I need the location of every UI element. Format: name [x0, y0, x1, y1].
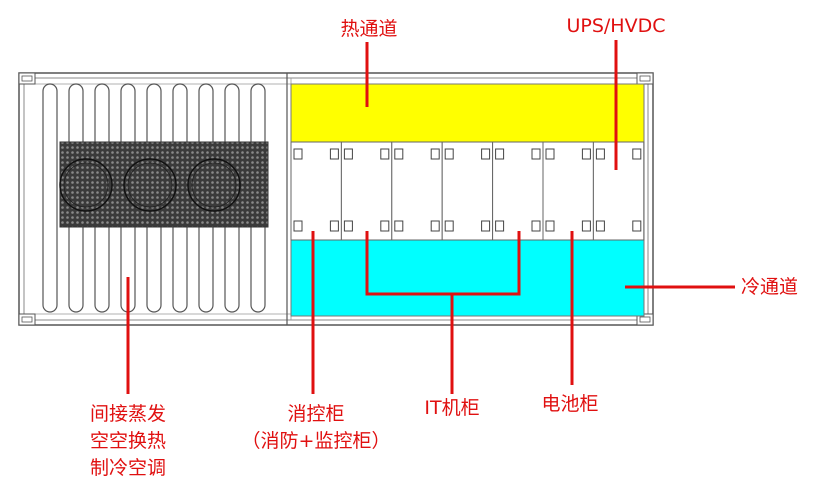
fire-cabinet-sublabel: （消防+监控柜） [242, 430, 391, 452]
fan-circle [187, 158, 241, 212]
cabinet-unit [542, 141, 594, 241]
cooling-unit-label-line3: 制冷空调 [90, 457, 166, 479]
cold-aisle-label: 冷通道 [741, 276, 798, 298]
cabinet-unit [492, 141, 544, 241]
annotation-leaders [126, 40, 735, 394]
cooling-unit-label-line2: 空空换热 [90, 430, 166, 452]
it-cabinet-bracket [365, 231, 521, 296]
cold-aisle-zone [290, 239, 645, 317]
fan-circle [123, 158, 177, 212]
louver-slot [42, 83, 58, 313]
battery-cabinet-label: 电池柜 [541, 393, 598, 415]
cabinet-row [290, 141, 645, 241]
cabinet-unit [441, 141, 494, 241]
cabinet-unit [592, 141, 645, 241]
ups-hvdc-label: UPS/HVDC [566, 15, 665, 37]
it-cabinet-label: IT机柜 [424, 397, 479, 419]
hot-aisle-zone [290, 83, 645, 143]
cabinet-unit [290, 141, 342, 241]
hot-aisle-label: 热通道 [340, 18, 397, 40]
fan-mesh-panel [59, 141, 269, 228]
cabinet-unit [391, 141, 443, 241]
cooling-unit-label-line1: 间接蒸发 [90, 403, 166, 425]
cabinet-unit [340, 141, 393, 241]
fire-cabinet-label: 消控柜 [287, 403, 344, 425]
fan-circle [59, 158, 113, 212]
